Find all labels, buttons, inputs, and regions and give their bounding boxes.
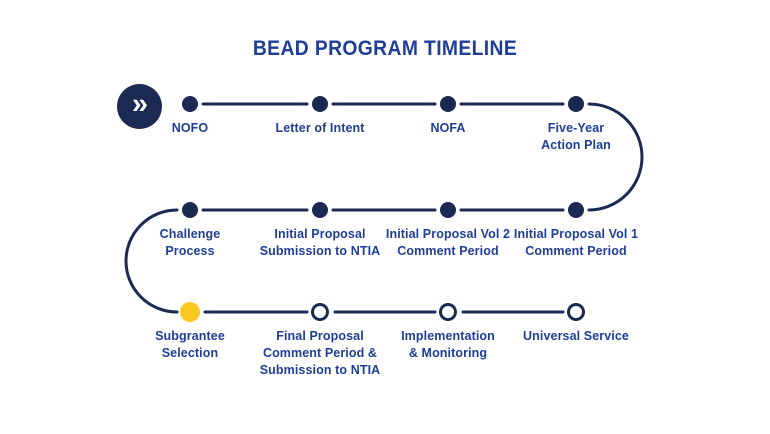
milestone-label: NOFA	[430, 121, 466, 135]
milestone-letter-of-intent: Letter of Intent	[245, 94, 395, 137]
milestone-label: Implementation & Monitoring	[401, 329, 495, 360]
milestone-label: Letter of Intent	[275, 121, 365, 135]
milestone-implementation-monitoring: Implementation & Monitoring	[373, 302, 523, 362]
milestone-label: Initial Proposal Vol 2 Comment Period	[385, 227, 511, 258]
milestone-dot	[568, 96, 584, 112]
milestone-dot-current	[180, 302, 200, 322]
milestone-label: Challenge Process	[159, 227, 221, 258]
milestone-universal-service: Universal Service	[501, 302, 651, 345]
milestone-final-proposal: Final Proposal Comment Period & Submissi…	[245, 302, 395, 379]
milestone-label: Initial Proposal Vol 1 Comment Period	[513, 227, 639, 258]
left-curve	[124, 208, 179, 314]
start-badge: »	[117, 84, 162, 129]
milestone-five-year-action-plan: Five-Year Action Plan	[501, 94, 651, 154]
milestone-dot	[312, 96, 328, 112]
milestone-label: Subgrantee Selection	[155, 329, 225, 360]
milestone-dot-future	[311, 303, 329, 321]
milestone-initial-proposal-submission: Initial Proposal Submission to NTIA	[245, 200, 395, 260]
milestone-nofa: NOFA	[373, 94, 523, 137]
milestone-label: Universal Service	[523, 329, 629, 343]
milestone-dot	[182, 202, 198, 218]
milestone-label: NOFO	[171, 121, 209, 135]
milestone-label: Initial Proposal Submission to NTIA	[259, 227, 381, 258]
milestone-challenge-process: Challenge Process	[115, 200, 265, 260]
milestone-dot	[182, 96, 198, 112]
milestone-initial-proposal-vol2: Initial Proposal Vol 2 Comment Period	[373, 200, 523, 260]
milestone-dot	[440, 96, 456, 112]
double-chevron-right-icon: »	[131, 88, 148, 120]
right-curve	[587, 102, 644, 212]
milestone-dot	[440, 202, 456, 218]
milestone-initial-proposal-vol1: Initial Proposal Vol 1 Comment Period	[501, 200, 651, 260]
milestone-dot-future	[439, 303, 457, 321]
milestone-dot	[568, 202, 584, 218]
milestone-label: Final Proposal Comment Period & Submissi…	[259, 329, 381, 377]
page-title: BEAD PROGRAM TIMELINE	[252, 37, 518, 60]
milestone-dot	[312, 202, 328, 218]
milestone-label: Five-Year Action Plan	[541, 121, 611, 152]
milestone-dot-future	[567, 303, 585, 321]
milestone-subgrantee-selection: Subgrantee Selection	[115, 302, 265, 362]
milestone-nofo: NOFO	[115, 94, 265, 137]
